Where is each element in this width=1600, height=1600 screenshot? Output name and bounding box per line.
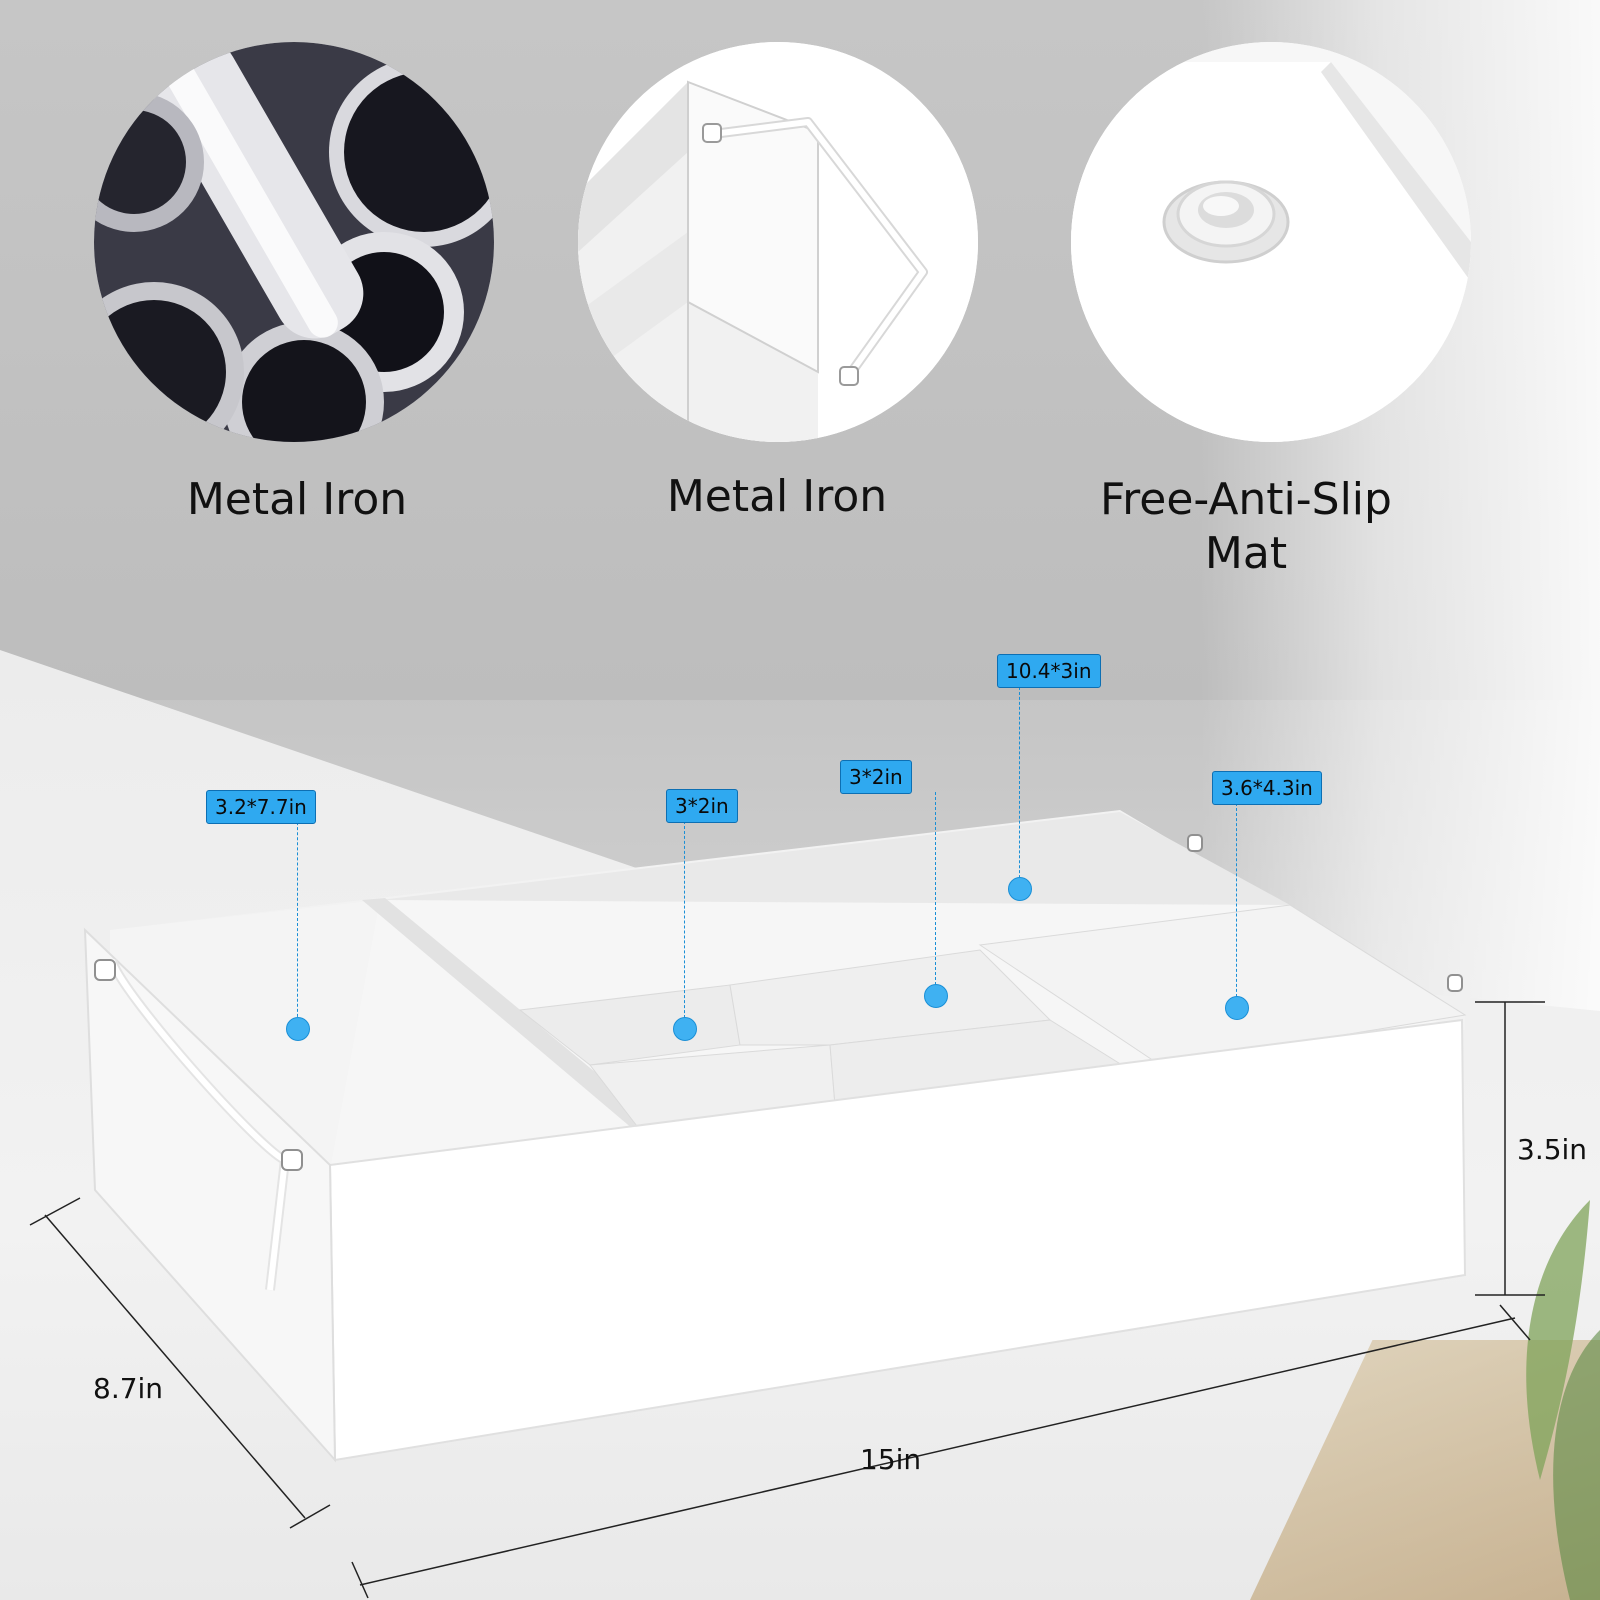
anti-slip-mat-icon [1071, 42, 1471, 442]
feature-label-anti-slip-line1: Free-Anti-Slip [1100, 474, 1392, 525]
feature-label-metal-iron-1: Metal Iron [186, 474, 408, 525]
feature-label-anti-slip-line2: Mat [1204, 528, 1288, 579]
compartment-label-3: 3*2in [840, 760, 912, 794]
leader-line-4 [1019, 687, 1020, 888]
feature-label-anti-slip: Free-Anti-Slip Mat [1056, 473, 1436, 581]
metal-tubes-icon [94, 42, 494, 442]
compartment-marker-1 [286, 1017, 310, 1041]
compartment-marker-2 [673, 1017, 697, 1041]
feature-circle-handle [578, 42, 978, 442]
compartment-marker-5 [1225, 996, 1249, 1020]
compartment-label-2: 3*2in [666, 789, 738, 823]
depth-dimension-label: 8.7in [93, 1372, 164, 1405]
feature-label-metal-iron-2: Metal Iron [666, 471, 888, 522]
leader-line-3 [935, 792, 936, 995]
feature-circle-anti-slip [1071, 42, 1471, 442]
leader-line-1 [297, 812, 298, 1027]
leader-line-2 [684, 821, 685, 1028]
height-dimension-label: 3.5in [1517, 1133, 1588, 1166]
wire-handle-icon [578, 42, 978, 442]
depth-dimension-line [44, 1214, 306, 1519]
compartment-label-1: 3.2*7.7in [206, 790, 316, 824]
compartment-label-5: 3.6*4.3in [1212, 771, 1322, 805]
compartment-marker-4 [1008, 877, 1032, 901]
leader-line-5 [1236, 803, 1237, 1007]
feature-circle-metal-tubes [94, 42, 494, 442]
compartment-label-4: 10.4*3in [997, 654, 1101, 688]
compartment-marker-3 [924, 984, 948, 1008]
width-dimension-label: 15in [860, 1443, 922, 1476]
plant-leaf-icon [1526, 1200, 1600, 1600]
width-dimension-line [359, 1317, 1516, 1586]
